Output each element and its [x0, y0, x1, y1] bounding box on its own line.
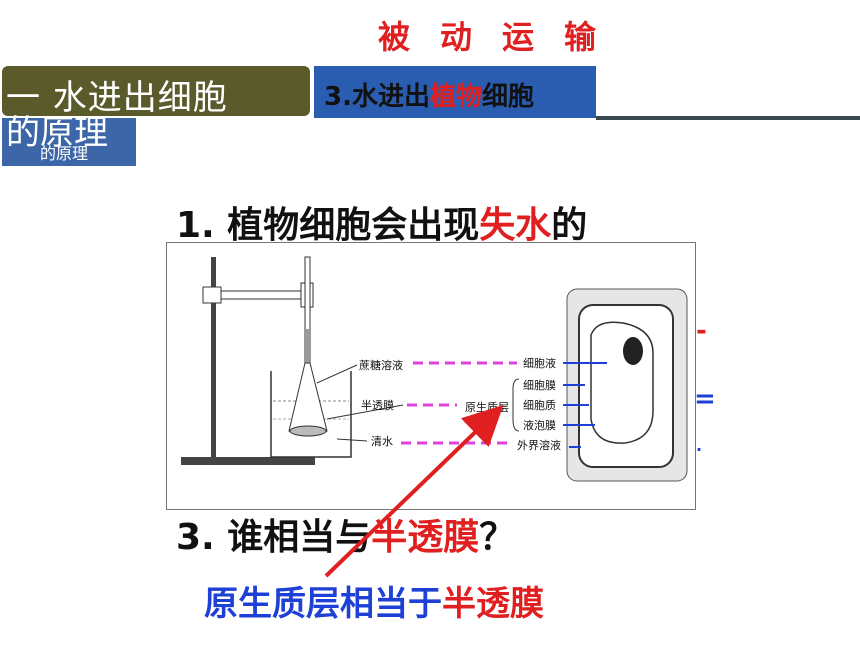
answer-prefix: 原生质层相当于	[204, 584, 442, 624]
stand-rod	[211, 257, 216, 459]
subsection-highlight: 植物	[429, 82, 482, 112]
question-1: 1. 植物细胞会出现失水的	[176, 196, 587, 248]
label-cell-membrane: 细胞膜	[523, 379, 556, 392]
sucrose-pointer	[316, 364, 358, 384]
side-mark-dot: ·	[696, 440, 703, 459]
question-3-prefix: 3. 谁相当与	[176, 517, 372, 558]
section-tab	[2, 66, 310, 116]
section-tab-label: 一 水进出细胞	[6, 78, 228, 118]
label-cell-sap: 细胞液	[523, 356, 556, 370]
question-1-prefix: 1. 植物细胞会出现	[176, 205, 480, 246]
stand-base	[181, 457, 315, 465]
label-membrane: 半透膜	[361, 398, 394, 412]
beaker	[270, 371, 352, 458]
question-1-highlight: 失水	[479, 205, 552, 246]
question-1-suffix: 的	[551, 205, 588, 246]
nucleus	[623, 337, 643, 365]
vacuole	[590, 321, 654, 444]
side-mark-blue: =	[694, 384, 716, 414]
clamp-knob	[202, 286, 222, 304]
question-3-highlight: 半透膜	[371, 517, 480, 558]
subsection-tab	[314, 66, 596, 118]
water-pointer	[336, 438, 368, 442]
osmosis-diagram: 蔗糖溶液 半透膜 清水 原生质层 细胞液 细胞膜 细胞质 液泡膜 外界溶液	[181, 256, 688, 482]
page-title: 被动运输	[378, 18, 627, 56]
principle-label: 的原理	[6, 113, 108, 153]
label-cytoplasm: 细胞质	[523, 399, 556, 412]
clamp-arm	[214, 290, 308, 300]
osmosis-figure: 蔗糖溶液 半透膜 清水 原生质层 细胞液 细胞膜 细胞质 液泡膜 外界溶液	[166, 242, 696, 510]
subsection-tab-label: 3.水进出植物细胞	[324, 76, 534, 113]
header-rule	[596, 116, 860, 120]
funnel-membrane	[289, 425, 327, 437]
answer-highlight: 半透膜	[442, 584, 544, 624]
label-sucrose: 蔗糖溶液	[359, 358, 403, 372]
principle-overlap-text: 的原理	[40, 144, 89, 163]
funnel	[288, 362, 328, 437]
label-outer-solution: 外界溶液	[517, 438, 561, 452]
label-water: 清水	[371, 435, 393, 448]
answer: 原生质层相当于半透膜	[204, 576, 544, 625]
principle-block	[2, 118, 136, 166]
protoplast-brace	[512, 378, 520, 432]
question-3-suffix: ？	[479, 517, 516, 558]
subsection-prefix: 3.水进出	[324, 82, 430, 112]
label-tonoplast: 液泡膜	[523, 418, 556, 432]
question-3: 3. 谁相当与半透膜？	[176, 508, 515, 560]
tube-liquid	[306, 329, 309, 369]
label-protoplast: 原生质层	[465, 400, 509, 414]
side-mark-red: -	[696, 316, 707, 346]
subsection-suffix: 细胞	[481, 82, 534, 112]
